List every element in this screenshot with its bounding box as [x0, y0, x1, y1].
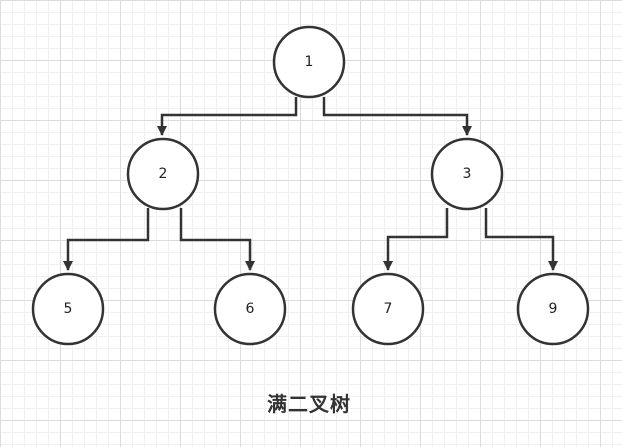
edge-1-3: [322, 97, 472, 136]
node-label: 6: [246, 301, 255, 317]
node-label: 9: [549, 301, 558, 317]
edge-3-7: [383, 208, 449, 271]
tree-node-6: 6: [213, 272, 287, 346]
tree-node-5: 5: [31, 272, 105, 346]
edge-2-6: [179, 208, 255, 271]
diagram-title: 满二叉树: [267, 392, 351, 416]
tree-node-7: 7: [351, 272, 425, 346]
edge-2-5: [63, 208, 150, 271]
node-label: 1: [305, 54, 314, 70]
tree-node-3: 3: [430, 137, 504, 211]
tree-node-2: 2: [126, 137, 200, 211]
node-label: 2: [159, 166, 168, 182]
tree-node-1: 1: [272, 25, 346, 99]
edge-1-2: [157, 97, 298, 136]
edge-3-9: [484, 208, 558, 271]
node-label: 5: [64, 301, 73, 317]
node-label: 3: [463, 166, 472, 182]
tree-node-9: 9: [516, 272, 590, 346]
node-label: 7: [384, 301, 393, 317]
